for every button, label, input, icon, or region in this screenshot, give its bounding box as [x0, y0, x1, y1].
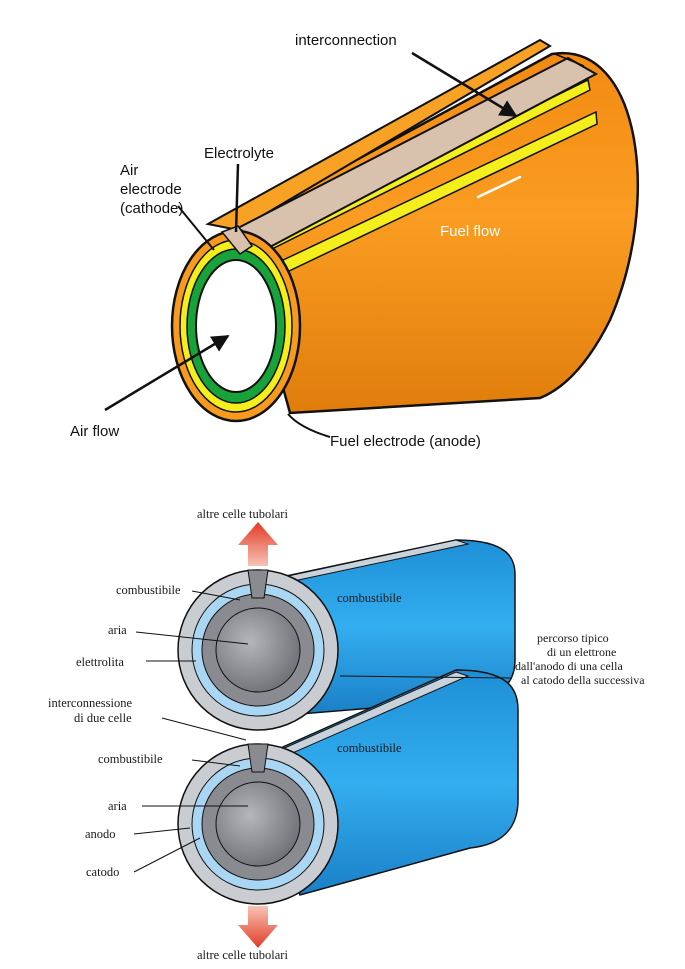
label-aria-bottom: aria — [108, 799, 127, 813]
label-air-electrode-3: (cathode) — [120, 200, 183, 217]
label-interconnessione-1: interconnessione — [48, 696, 132, 710]
label-aria-top: aria — [108, 623, 127, 637]
label-combustibile-body-bottom: combustibile — [337, 741, 402, 755]
tubular-cell-diagram: interconnection Electrolyte Air electrod… — [70, 32, 638, 450]
label-fuel-flow: Fuel flow — [440, 223, 500, 240]
label-catodo: catodo — [86, 865, 119, 879]
down-arrow — [238, 906, 278, 948]
upper-air-core — [216, 608, 300, 692]
label-combustibile-body-top: combustibile — [337, 591, 402, 605]
air-channel — [196, 260, 276, 392]
label-percorso-2: di un elettrone — [547, 645, 616, 659]
label-top-arrow: altre celle tubolari — [197, 507, 288, 521]
label-interconnection: interconnection — [295, 32, 397, 49]
label-air-electrode-2: electrode — [120, 181, 182, 198]
anode-leader — [288, 414, 330, 437]
label-combustibile-left-bottom: combustibile — [98, 752, 163, 766]
lower-air-core — [216, 782, 300, 866]
label-combustibile-left-top: combustibile — [116, 583, 181, 597]
label-percorso-4: al catodo della successiva — [521, 673, 645, 687]
label-percorso-1: percorso tipico — [537, 631, 609, 645]
label-percorso-3: dall'anodo di una cella — [515, 659, 623, 673]
label-air-electrode-1: Air — [120, 162, 138, 179]
cathode-leader — [178, 206, 214, 250]
label-air-flow: Air flow — [70, 423, 119, 440]
up-arrow — [238, 522, 278, 566]
label-fuel-electrode: Fuel electrode (anode) — [330, 433, 481, 450]
label-elettrolita: elettrolita — [76, 655, 124, 669]
stacked-cells-diagram: altre celle tubolari combustibile combus… — [48, 507, 645, 962]
label-electrolyte: Electrolyte — [204, 145, 274, 162]
label-bottom-arrow: altre celle tubolari — [197, 948, 288, 962]
label-anodo: anodo — [85, 827, 116, 841]
label-interconnessione-2: di due celle — [74, 711, 132, 725]
